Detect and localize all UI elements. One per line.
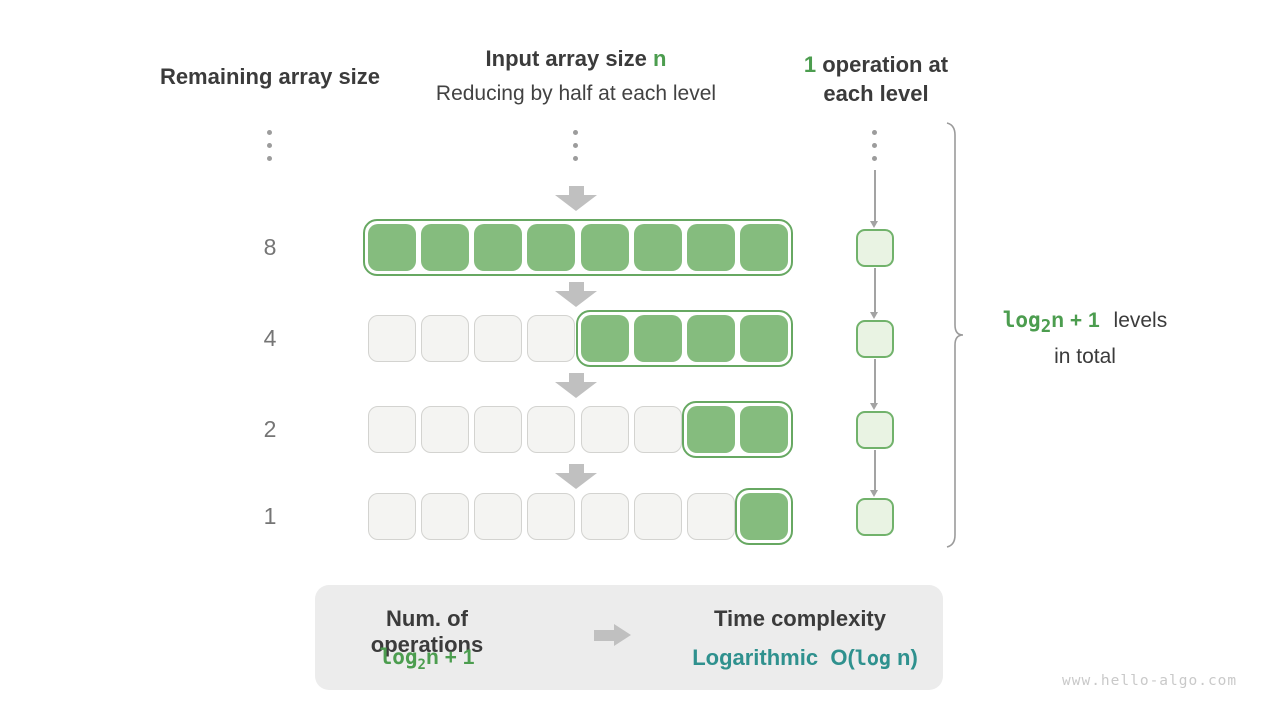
- input-array-size-n: n: [653, 46, 667, 71]
- levels-formula-sub: 2: [1040, 317, 1052, 338]
- array-cell-discarded: [527, 493, 576, 540]
- levels-text-line2: in total: [1054, 345, 1116, 369]
- array-cell-active: [686, 315, 735, 362]
- num-operations-formula: log2n + 1: [379, 645, 475, 674]
- down-arrow-icon: [555, 282, 597, 307]
- array-cell-active: [740, 224, 789, 271]
- operation-text-line1: operation at: [816, 52, 949, 77]
- array-cell-active: [633, 315, 682, 362]
- dot-icon: [267, 156, 272, 161]
- dot-icon: [267, 143, 272, 148]
- ellipsis-dots-right: [872, 130, 877, 161]
- levels-total-annotation: log2n + 1 levels in total: [970, 305, 1200, 372]
- array-cell-active: [740, 493, 789, 540]
- array-cell-active: [633, 224, 682, 271]
- dot-icon: [267, 130, 272, 135]
- ellipsis-dots-center: [573, 130, 578, 161]
- dot-icon: [872, 130, 877, 135]
- connector-line: [874, 268, 876, 312]
- row-label: 4: [263, 325, 277, 351]
- array-cell-discarded: [368, 493, 416, 540]
- down-arrow-icon: [555, 186, 597, 211]
- dot-icon: [573, 130, 578, 135]
- num-operations-title: Num. of operations: [370, 606, 484, 657]
- time-complexity-title: Time complexity: [714, 606, 886, 631]
- array-cell-discarded: [474, 406, 523, 453]
- connector-line: [874, 170, 876, 221]
- arrowhead-icon: [870, 221, 878, 228]
- levels-text: levels: [1113, 309, 1168, 332]
- array-cell-discarded: [580, 406, 629, 453]
- input-array-size-header: Input array size n: [376, 46, 776, 72]
- operation-per-level-header: 1 operation at each level: [776, 50, 976, 108]
- input-array-subtitle: Reducing by half at each level: [435, 82, 717, 105]
- array-cell-active: [527, 224, 576, 271]
- array-cell-active: [740, 406, 789, 453]
- right-arrow-icon: [594, 624, 631, 646]
- row-label: 8: [263, 234, 277, 260]
- arrowhead-icon: [870, 490, 878, 497]
- array-cell-discarded: [474, 493, 523, 540]
- operation-text-line2: each level: [823, 81, 929, 106]
- operation-box: [856, 498, 894, 536]
- row-label: 2: [263, 416, 277, 442]
- operation-box: [856, 320, 894, 358]
- array-cell-active: [580, 315, 629, 362]
- operation-count: 1: [803, 52, 817, 77]
- levels-formula-rest: n + 1: [1051, 309, 1100, 332]
- dot-icon: [573, 156, 578, 161]
- array-cell-active: [368, 224, 416, 271]
- operation-box: [856, 411, 894, 449]
- array-cell-discarded: [368, 315, 416, 362]
- watermark: www.hello-algo.com: [1062, 673, 1238, 689]
- array-cell-discarded: [686, 493, 735, 540]
- array-cell-discarded: [633, 493, 682, 540]
- connector-line: [874, 359, 876, 403]
- arrowhead-icon: [870, 312, 878, 319]
- array-cell-discarded: [474, 315, 523, 362]
- connector-line: [874, 450, 876, 490]
- array-cell-discarded: [421, 493, 470, 540]
- operation-box: [856, 229, 894, 267]
- array-cell-discarded: [421, 315, 470, 362]
- dot-icon: [573, 143, 578, 148]
- array-cell-discarded: [421, 406, 470, 453]
- down-arrow-icon: [555, 373, 597, 398]
- array-cell-discarded: [527, 315, 576, 362]
- array-cell-active: [740, 315, 789, 362]
- levels-formula-log: log: [1002, 308, 1041, 332]
- dot-icon: [872, 156, 877, 161]
- array-cell-active: [686, 406, 735, 453]
- array-cell-discarded: [633, 406, 682, 453]
- array-cell-discarded: [368, 406, 416, 453]
- array-cell-active: [686, 224, 735, 271]
- row-label: 1: [263, 503, 277, 529]
- array-cell-discarded: [580, 493, 629, 540]
- time-complexity-value: Logarithmic O(log n): [692, 645, 918, 670]
- array-cell-active: [580, 224, 629, 271]
- array-cell-active: [474, 224, 523, 271]
- array-cell-active: [421, 224, 470, 271]
- input-array-size-text: Input array size: [485, 46, 654, 71]
- remaining-array-size-header: Remaining array size: [159, 64, 381, 89]
- curly-brace-icon: [946, 122, 964, 548]
- dot-icon: [872, 143, 877, 148]
- arrowhead-icon: [870, 403, 878, 410]
- down-arrow-icon: [555, 464, 597, 489]
- ellipsis-dots-left: [267, 130, 272, 161]
- array-cell-discarded: [527, 406, 576, 453]
